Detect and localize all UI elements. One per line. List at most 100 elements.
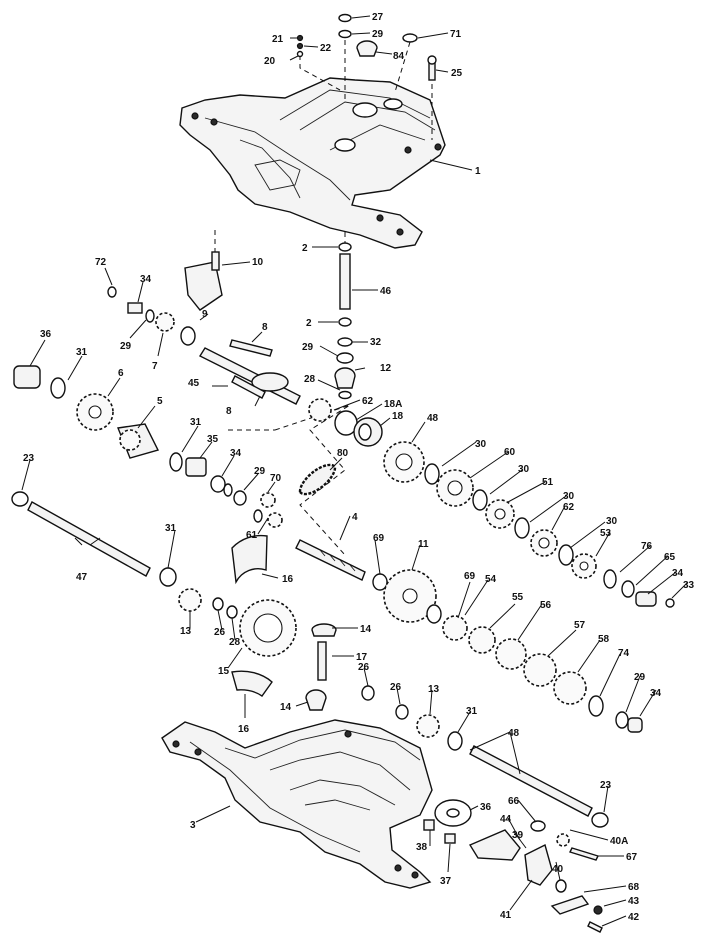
- output-shaft: [469, 745, 609, 828]
- callout-label: 31: [190, 417, 202, 428]
- callout-label: 2: [302, 243, 308, 254]
- callout-label: 27: [372, 12, 384, 23]
- callout-label: 6: [118, 368, 124, 379]
- callout-label: 62: [563, 502, 575, 513]
- callout-label: 32: [370, 337, 382, 348]
- callout-label: 15: [218, 666, 230, 677]
- callout-label: 10: [252, 257, 264, 268]
- callout-label: 5: [157, 396, 163, 407]
- callout-label: 17: [356, 652, 368, 663]
- callout-label: 54: [485, 574, 497, 585]
- callout-label: 48: [508, 728, 520, 739]
- callout-label: 69: [464, 571, 476, 582]
- callout-label: 84: [393, 51, 405, 62]
- callout-label: 30: [475, 439, 487, 450]
- callout-label: 31: [165, 523, 177, 534]
- callout-label: 55: [512, 592, 524, 603]
- callout-label: 26: [358, 662, 370, 673]
- callout-label: 14: [360, 624, 372, 635]
- callout-label: 42: [628, 912, 640, 923]
- callout-label: 26: [214, 627, 226, 638]
- callout-label: 33: [683, 580, 695, 591]
- callout-label: 4: [352, 512, 358, 523]
- callout-label: 13: [180, 626, 192, 637]
- callout-label: 69: [373, 533, 385, 544]
- callout-label: 30: [606, 516, 618, 527]
- callout-label: 3: [190, 820, 196, 831]
- callout-label: 28: [229, 637, 241, 648]
- callout-label: 30: [563, 491, 575, 502]
- callout-label: 34: [672, 568, 684, 579]
- upper-housing: [179, 77, 446, 249]
- callout-label: 16: [282, 574, 294, 585]
- callout-label: 21: [272, 34, 284, 45]
- callout-label: 11: [418, 539, 429, 550]
- callout-label: 57: [574, 620, 586, 631]
- callout-labels: 27 21 29 22 71 20 84 25 1 2 10 46 72 34 …: [23, 12, 695, 923]
- callout-label: 67: [626, 852, 638, 863]
- lower-gear-stack: [305, 604, 643, 751]
- callout-label: 31: [76, 347, 88, 358]
- callout-label: 30: [518, 464, 530, 475]
- callout-label: 51: [542, 477, 554, 488]
- callout-label: 23: [600, 780, 612, 791]
- callout-label: 37: [440, 876, 452, 887]
- callout-label: 29: [120, 341, 132, 352]
- callout-label: 62: [362, 396, 374, 407]
- callout-label: 61: [246, 530, 258, 541]
- callout-label: 13: [428, 684, 440, 695]
- callout-label: 14: [280, 702, 292, 713]
- callout-label: 35: [207, 434, 219, 445]
- callout-label: 68: [628, 882, 640, 893]
- callout-label: 74: [618, 648, 630, 659]
- callout-label: 36: [480, 802, 492, 813]
- chain: [298, 463, 337, 496]
- callout-label: 29: [372, 29, 384, 40]
- callout-label: 18: [392, 411, 404, 422]
- callout-label: 36: [40, 329, 52, 340]
- callout-label: 46: [380, 286, 392, 297]
- callout-label: 45: [188, 378, 200, 389]
- callout-label: 53: [600, 528, 612, 539]
- callout-label: 40: [552, 864, 564, 875]
- callout-label: 65: [664, 552, 676, 563]
- callout-label: 28: [304, 374, 316, 385]
- callout-label: 34: [230, 448, 242, 459]
- bearings: [308, 398, 383, 447]
- callout-label: 7: [152, 361, 158, 372]
- callout-label: 29: [254, 466, 266, 477]
- callout-label: 48: [427, 413, 439, 424]
- left-shaft: [11, 491, 297, 697]
- callout-label: 76: [641, 541, 653, 552]
- callout-label: 47: [76, 572, 88, 583]
- callout-label: 41: [500, 910, 512, 921]
- callout-label: 70: [270, 473, 282, 484]
- callout-label: 18A: [384, 399, 402, 410]
- callout-label: 29: [302, 342, 314, 353]
- callout-label: 40A: [610, 836, 628, 847]
- lower-housing: [161, 719, 433, 889]
- callout-label: 58: [598, 634, 610, 645]
- callout-label: 8: [226, 406, 232, 417]
- callout-label: 8: [262, 322, 268, 333]
- callout-label: 44: [500, 814, 512, 825]
- callout-label: 80: [337, 448, 349, 459]
- callout-label: 60: [504, 447, 516, 458]
- callout-label: 56: [540, 600, 552, 611]
- callout-label: 12: [380, 363, 392, 374]
- callout-label: 1: [475, 166, 481, 177]
- callout-label: 31: [466, 706, 478, 717]
- callout-label: 26: [390, 682, 402, 693]
- callout-label: 34: [650, 688, 662, 699]
- leader-lines: [21, 15, 689, 927]
- callout-label: 71: [450, 29, 462, 40]
- top-fasteners: [296, 13, 437, 81]
- callout-label: 29: [634, 672, 646, 683]
- left-gear-cluster: [13, 365, 283, 528]
- callout-label: 43: [628, 896, 640, 907]
- callout-label: 23: [23, 453, 35, 464]
- callout-label: 16: [238, 724, 250, 735]
- main-shaft: [295, 539, 437, 623]
- callout-label: 66: [508, 796, 520, 807]
